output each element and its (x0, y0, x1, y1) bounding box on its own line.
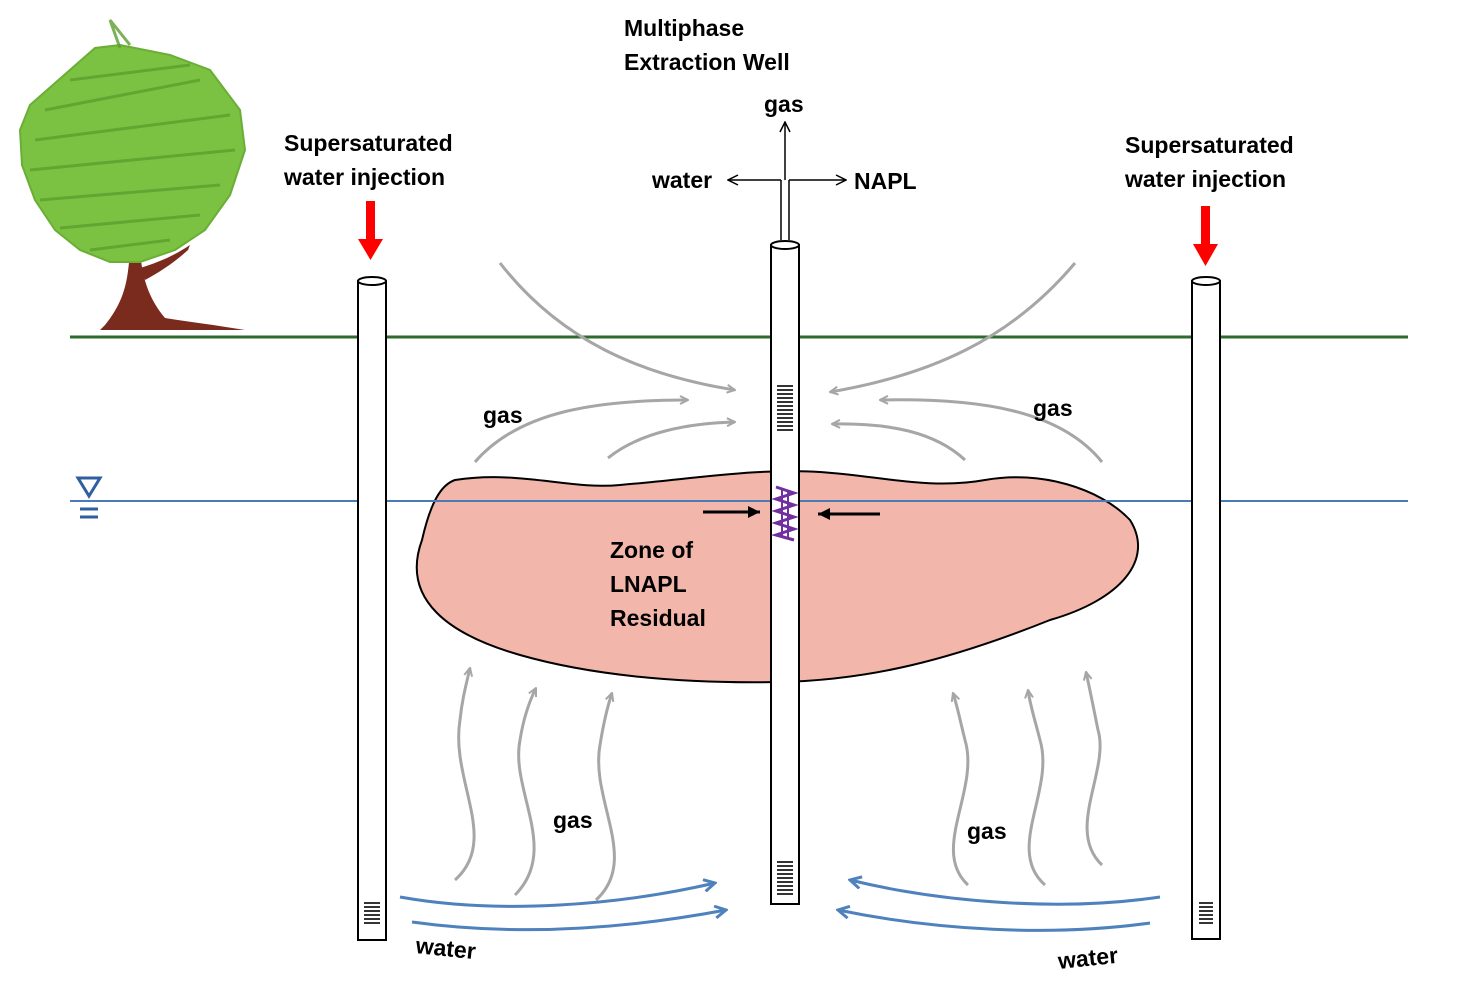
screen-inflow-arrows (703, 506, 880, 520)
lnapl-zone-label-line1: Zone of (610, 537, 694, 563)
lnapl-zone-label: Zone of LNAPL Residual (610, 533, 706, 635)
water-lower-right-label: water (1056, 941, 1120, 974)
injection-left-label: Supersaturated water injection (284, 126, 453, 194)
gas-upper-left-label: gas (483, 402, 523, 428)
injection-left-label-line1: Supersaturated (284, 130, 453, 156)
injection-left-label-line2: water injection (284, 164, 446, 190)
extraction-well-title-line2: Extraction Well (624, 49, 790, 75)
injection-right-label: Supersaturated water injection (1125, 128, 1294, 196)
injection-right-label-line1: Supersaturated (1125, 132, 1294, 158)
gas-flow-arrows-upper (473, 262, 1104, 463)
water-flow-arrows (399, 880, 1161, 932)
lnapl-zone-label-line3: Residual (610, 605, 706, 631)
injection-arrow-left-icon (358, 201, 383, 260)
screen-marker (770, 485, 799, 542)
injection-well-left (357, 276, 387, 941)
extraction-outlet-arrows (728, 122, 846, 240)
gas-outlet-label: gas (764, 91, 804, 117)
gas-lower-left-label: gas (553, 807, 593, 833)
injection-well-right (1191, 276, 1221, 940)
lnapl-zone-label-line2: LNAPL (610, 571, 687, 597)
gas-upper-right-label: gas (1033, 395, 1073, 421)
napl-outlet-label: NAPL (854, 168, 917, 194)
gas-flow-arrows-lower (454, 668, 1104, 902)
extraction-well-title: Multiphase Extraction Well (624, 11, 790, 79)
extraction-well (770, 240, 800, 905)
water-table-symbol-icon (75, 476, 103, 519)
tree-icon (18, 19, 247, 330)
extraction-well-title-line1: Multiphase (624, 15, 745, 41)
injection-right-label-line2: water injection (1125, 166, 1287, 192)
injection-arrow-right-icon (1193, 206, 1218, 266)
water-lower-left-label: water (414, 932, 478, 965)
water-outlet-label: water (652, 167, 713, 193)
gas-lower-right-label: gas (967, 818, 1007, 844)
